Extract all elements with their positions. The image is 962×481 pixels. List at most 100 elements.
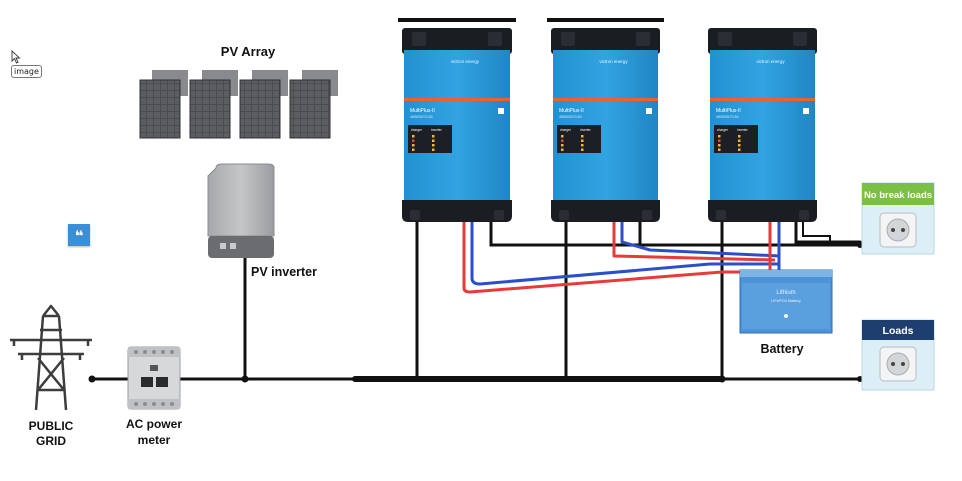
orange-stripe bbox=[404, 98, 510, 101]
brand-label: victron energy bbox=[756, 59, 785, 64]
mp1-dc-negative bbox=[470, 222, 780, 286]
meter-label-1: AC power bbox=[126, 417, 182, 431]
orange-stripe bbox=[710, 98, 815, 101]
multiplus-unit-1: victron energyMultiPlus-II48/5000/70-50c… bbox=[398, 18, 516, 222]
grid-node bbox=[88, 375, 96, 383]
loads-label: Loads bbox=[883, 325, 914, 337]
meter-label-2: meter bbox=[138, 433, 171, 447]
qr-code bbox=[498, 108, 504, 114]
multiplus-bottom-cap bbox=[708, 200, 817, 222]
brand-label: victron energy bbox=[451, 59, 480, 64]
mp2-dc-negative bbox=[620, 222, 781, 258]
led-indicator bbox=[432, 148, 435, 151]
public-grid-label-2: GRID bbox=[36, 434, 66, 448]
loads-box: Loads bbox=[861, 319, 935, 391]
mount-lug-left bbox=[412, 32, 426, 46]
mp1-dc-positive bbox=[462, 222, 775, 294]
multiplus-unit-3: victron energyMultiPlus-II48/5000/70-50c… bbox=[708, 28, 817, 222]
multiplus-bottom-cap bbox=[402, 200, 512, 222]
pv-array-label: PV Array bbox=[221, 44, 276, 59]
power-socket-icon bbox=[879, 212, 917, 248]
qr-code bbox=[803, 108, 809, 114]
led-indicator bbox=[718, 148, 721, 151]
model-label: MultiPlus-II bbox=[716, 108, 741, 114]
dc-wiring bbox=[462, 222, 781, 294]
led-indicator bbox=[412, 135, 415, 138]
brand-label: victron energy bbox=[599, 59, 628, 64]
battery-panel-line1: Lithium bbox=[776, 290, 795, 296]
model-sub-label: 48/5000/70-50 bbox=[559, 115, 582, 119]
model-label: MultiPlus-II bbox=[559, 108, 584, 114]
led-indicator bbox=[718, 135, 721, 138]
mount-lug-bottom-right bbox=[494, 210, 504, 220]
mount-lug-bottom-left bbox=[410, 210, 420, 220]
led-indicator bbox=[412, 144, 415, 147]
led-indicator bbox=[432, 139, 435, 142]
charger-label: charger bbox=[560, 128, 572, 132]
led-indicator bbox=[561, 135, 564, 138]
led-indicator bbox=[561, 139, 564, 142]
no-break-loads-box: No break loads bbox=[861, 182, 935, 255]
charger-label: charger bbox=[411, 128, 423, 132]
transmission-tower-icon bbox=[10, 304, 92, 411]
solar-panel-2 bbox=[189, 70, 238, 139]
led-indicator bbox=[412, 148, 415, 151]
mount-lug-left bbox=[718, 32, 732, 46]
mp3-node bbox=[718, 375, 726, 383]
ac-wiring bbox=[90, 220, 862, 382]
mouse-pointer-icon bbox=[11, 50, 21, 64]
mount-lug-right bbox=[636, 32, 650, 46]
power-socket-icon bbox=[879, 346, 917, 382]
led-indicator bbox=[412, 139, 415, 142]
led-indicator bbox=[561, 148, 564, 151]
status-panel bbox=[557, 125, 601, 153]
mp3-ac-out-wire bbox=[794, 220, 862, 244]
orange-stripe bbox=[553, 98, 658, 101]
charger-label: charger bbox=[717, 128, 729, 132]
multiplus-top-bar bbox=[547, 18, 664, 22]
battery-label: Battery bbox=[760, 342, 803, 356]
led-indicator bbox=[738, 144, 741, 147]
quote-icon[interactable]: ❝ bbox=[68, 224, 90, 246]
solar-panel-4 bbox=[289, 70, 338, 139]
status-panel bbox=[714, 125, 758, 153]
mount-lug-bottom-right bbox=[642, 210, 652, 220]
battery-status-led bbox=[784, 314, 788, 318]
mp3-ac-out-link bbox=[802, 221, 831, 243]
mount-lug-right bbox=[793, 32, 807, 46]
multiplus-bottom-cap bbox=[551, 200, 660, 222]
lithium-battery: Lithium LiFePO4 Battery bbox=[739, 269, 833, 334]
solar-panel-icon bbox=[139, 70, 338, 139]
led-indicator bbox=[718, 144, 721, 147]
led-indicator bbox=[432, 135, 435, 138]
solar-panel-1 bbox=[139, 70, 188, 139]
led-indicator bbox=[738, 139, 741, 142]
inverter-label: inverter bbox=[431, 128, 443, 132]
mp1-ac-out-wire bbox=[489, 220, 862, 247]
pv-inverter-label: PV inverter bbox=[251, 265, 317, 279]
battery-panel-line2: LiFePO4 Battery bbox=[771, 298, 801, 303]
led-indicator bbox=[581, 148, 584, 151]
status-panel bbox=[408, 125, 452, 153]
image-tooltip: image bbox=[11, 65, 42, 78]
multiplus-top-cap bbox=[708, 28, 817, 54]
pv-node bbox=[241, 375, 249, 383]
multiplus-top-cap bbox=[402, 28, 512, 54]
led-indicator bbox=[432, 144, 435, 147]
mount-lug-right bbox=[488, 32, 502, 46]
led-indicator bbox=[561, 144, 564, 147]
mount-lug-bottom-right bbox=[799, 210, 809, 220]
led-indicator bbox=[581, 144, 584, 147]
inverter-label: inverter bbox=[580, 128, 592, 132]
multiplus-top-cap bbox=[551, 28, 660, 54]
pv-inverter bbox=[207, 163, 275, 258]
model-label: MultiPlus-II bbox=[410, 108, 435, 114]
mount-lug-bottom-left bbox=[559, 210, 569, 220]
led-indicator bbox=[718, 139, 721, 142]
led-indicator bbox=[581, 139, 584, 142]
mount-lug-left bbox=[561, 32, 575, 46]
multiplus-units: victron energyMultiPlus-II48/5000/70-50c… bbox=[398, 18, 817, 222]
led-indicator bbox=[581, 135, 584, 138]
